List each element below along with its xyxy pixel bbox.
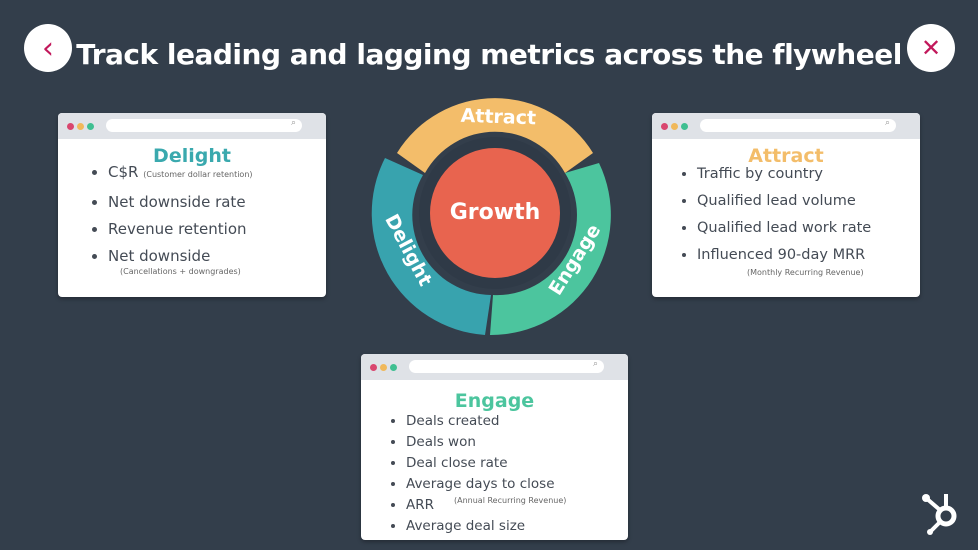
list-item: Influenced 90-day MRR(Monthly Recurring … <box>697 246 920 282</box>
close-icon: ✕ <box>920 34 942 62</box>
url-bar: ⌕ <box>409 359 604 373</box>
flywheel-diagram: Growth Attract Engage Delight <box>371 98 611 336</box>
chevron-left-icon: ‹ <box>42 30 54 66</box>
delight-window: ⌕ Delight C$R (Customer dollar retention… <box>58 113 326 297</box>
engage-window: ⌕ Engage Deals created Deals won Deal cl… <box>361 354 628 540</box>
engage-title: Engage <box>454 390 535 412</box>
list-item: Deals won <box>406 433 628 451</box>
flywheel-ring <box>371 98 611 336</box>
page-title: Track leading and lagging metrics across… <box>76 38 902 71</box>
list-item: Revenue retention <box>108 220 326 238</box>
list-item: Net downside rate <box>108 193 326 211</box>
back-button[interactable]: ‹ <box>24 24 72 72</box>
attract-title: Attract <box>748 145 824 167</box>
growth-circle <box>430 148 560 278</box>
search-icon: ⌕ <box>884 118 890 128</box>
list-item: Average deal size <box>406 517 628 535</box>
search-icon: ⌕ <box>290 118 296 128</box>
list-item: Average days to close <box>406 475 628 493</box>
attract-label: Attract <box>460 105 536 130</box>
attract-segment <box>397 98 593 173</box>
list-item: Net downside(Cancellations + downgrades) <box>108 247 326 281</box>
list-item: Deals created <box>406 412 628 430</box>
browser-bar: ⌕ <box>652 113 920 139</box>
url-bar: ⌕ <box>106 118 302 132</box>
list-item: ARR(Annual Recurring Revenue) <box>406 496 628 514</box>
growth-label: Growth <box>450 200 541 225</box>
attract-window: ⌕ Attract Traffic by country Qualified l… <box>652 113 920 297</box>
list-item: Qualified lead work rate <box>697 219 920 237</box>
url-bar: ⌕ <box>700 118 896 132</box>
hubspot-logo-icon <box>922 494 957 535</box>
browser-bar: ⌕ <box>361 354 628 380</box>
delight-segment <box>371 158 491 335</box>
delight-title: Delight <box>153 145 231 167</box>
list-item: C$R (Customer dollar retention) <box>108 163 326 184</box>
search-icon: ⌕ <box>592 359 598 369</box>
list-item: Traffic by country <box>697 165 920 183</box>
list-item: Qualified lead volume <box>697 192 920 210</box>
list-item: Deal close rate <box>406 454 628 472</box>
browser-bar: ⌕ <box>58 113 326 139</box>
close-button[interactable]: ✕ <box>907 24 955 72</box>
engage-segment <box>490 163 611 336</box>
